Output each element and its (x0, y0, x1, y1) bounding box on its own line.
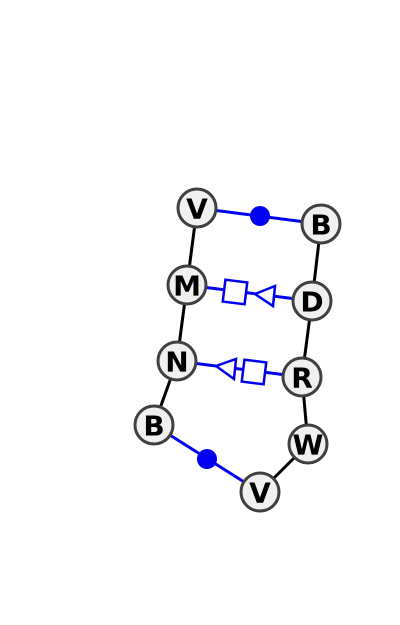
pair-glyph-layer (197, 206, 277, 469)
node-label: B (310, 209, 331, 242)
pair-dot-icon (250, 206, 270, 226)
node-n2: N (156, 340, 198, 382)
node-n5: W (287, 423, 329, 465)
pair-triangle-icon (252, 284, 277, 309)
node-n8: B (300, 203, 342, 245)
node-label: B (143, 410, 164, 443)
pair-square-icon (240, 358, 268, 386)
node-label: V (186, 193, 208, 226)
node-label: M (173, 270, 201, 303)
pair-dot-icon (197, 449, 217, 469)
node-label: V (249, 477, 271, 510)
node-label: W (293, 429, 324, 462)
node-n7: D (291, 280, 333, 322)
node-n1: M (166, 264, 208, 306)
pair-square-icon (221, 278, 249, 306)
node-label: R (291, 362, 313, 395)
pair-triangle-icon (213, 357, 238, 382)
node-n0: V (176, 187, 218, 229)
pair-edge (186, 283, 313, 303)
node-n3: B (133, 404, 175, 446)
node-label: N (165, 346, 188, 379)
node-layer: V M N B V W R D (133, 187, 342, 513)
node-label: D (300, 286, 323, 319)
pair-edge (176, 359, 303, 379)
node-n4: V (239, 471, 281, 513)
node-n6: R (281, 356, 323, 398)
